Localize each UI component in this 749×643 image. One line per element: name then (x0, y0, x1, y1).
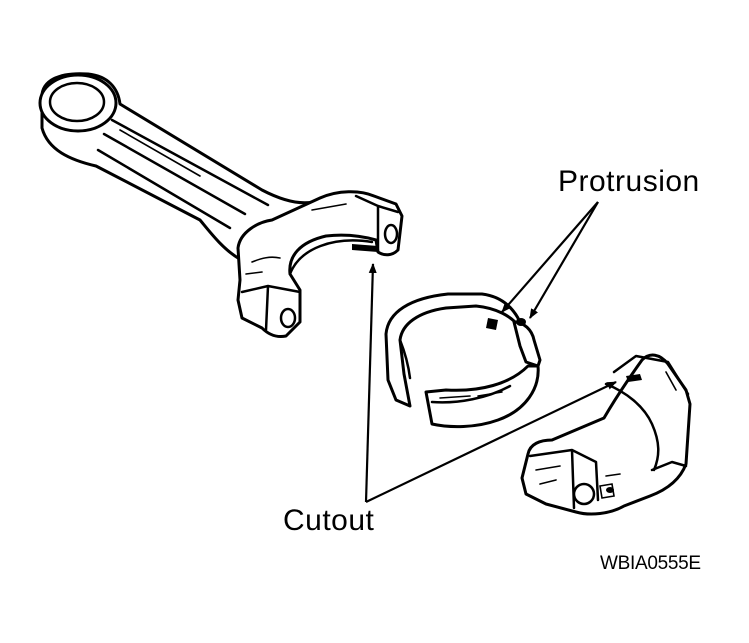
rod-small-end-bore (48, 81, 106, 123)
cutout-leader-cap (365, 381, 617, 503)
cap-bore (604, 382, 660, 472)
rod-big-end-detail (245, 203, 347, 275)
cap-detail (535, 371, 677, 499)
rod-beam-flange-top (110, 118, 270, 207)
protrusion-label: Protrusion (558, 165, 700, 198)
cap-boss-right (650, 460, 688, 472)
cap-body (520, 353, 692, 516)
bearing-shell-upper-right (512, 320, 542, 368)
figure-code: WBIA0555E (600, 553, 701, 574)
leader-lines (364, 201, 617, 503)
rod-big-end-bore (288, 239, 374, 276)
rod-beam-web (119, 129, 201, 177)
cap-bolt-hole-left (572, 482, 596, 506)
rod-cutout-notch (352, 244, 378, 252)
rod-big-end (236, 190, 404, 338)
bearing-protrusion-upper (486, 318, 498, 330)
rod-bolt-boss-left (240, 284, 302, 332)
rod-bearing-cap (520, 353, 692, 516)
bearing-protrusion-lower (516, 318, 526, 326)
rod-beam-flange-low (96, 148, 232, 230)
connecting-rod (38, 72, 404, 338)
cutout-label: Cutout (283, 504, 375, 537)
rod-bolt-boss-right (354, 194, 400, 252)
cap-cutout-notch (626, 374, 642, 382)
cap-mark (606, 487, 614, 493)
bearing-shell-lower-edge (430, 384, 512, 404)
bearing-shell-lower-shade (439, 391, 503, 399)
protrusion-leader-upper (501, 201, 599, 313)
cap-bore-rim (612, 354, 690, 396)
protrusion-leader-lower (529, 201, 599, 319)
rod-bolt-hole-right (383, 223, 399, 245)
cutout-leader-rod (364, 263, 377, 503)
bearing-shells (384, 292, 542, 429)
rod-beam-flange-mid (102, 132, 247, 216)
bearing-shell-upper-edge (398, 338, 412, 380)
rod-bolt-hole-left (279, 307, 297, 329)
